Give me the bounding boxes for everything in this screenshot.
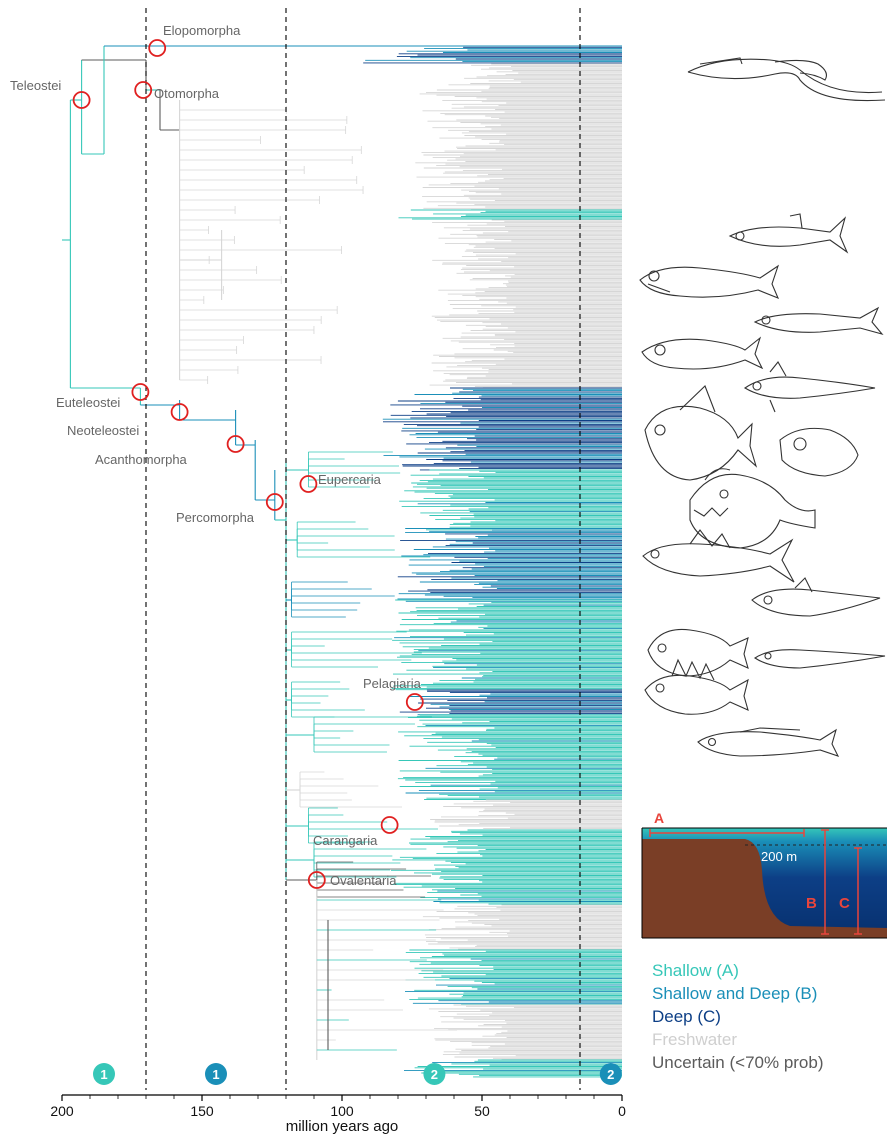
legend: Shallow (A) Shallow and Deep (B) Deep (C) F… bbox=[652, 961, 824, 1072]
tip-band bbox=[423, 905, 622, 949]
tip-band bbox=[415, 90, 622, 210]
zone-a-label: A bbox=[654, 810, 664, 826]
axis-tick-label: 0 bbox=[618, 1103, 626, 1119]
axis-label: million years ago bbox=[286, 1118, 399, 1135]
clade-node-marker bbox=[149, 40, 165, 56]
clade-node-marker bbox=[382, 817, 398, 833]
rockfish-illustration bbox=[645, 660, 748, 714]
fish-illustrations bbox=[640, 58, 885, 756]
tip-band bbox=[449, 64, 623, 90]
eelpout-illustration bbox=[755, 650, 885, 668]
time-axis: 200 150 100 50 0 million years ago bbox=[50, 1095, 626, 1135]
tip-band bbox=[398, 530, 623, 599]
tip-band bbox=[392, 600, 622, 690]
tip-band bbox=[399, 470, 622, 530]
grenadier-illustration bbox=[752, 578, 880, 616]
clade-label: Carangaria bbox=[313, 833, 378, 848]
clade-label: Otomorpha bbox=[154, 86, 220, 101]
clade-label: Elopomorpha bbox=[163, 23, 241, 38]
clade-markers: ElopomorphaTeleosteiOtomorphaEuteleostei… bbox=[10, 23, 423, 888]
legend-entry: Uncertain (<70% prob) bbox=[652, 1053, 824, 1072]
eel-illustration bbox=[688, 58, 885, 101]
zone-c-label: C bbox=[839, 895, 850, 912]
tip-band bbox=[363, 46, 622, 63]
tip-band bbox=[398, 715, 622, 800]
tip-band bbox=[391, 830, 622, 904]
depth-zone-inset: A B C 200 m bbox=[642, 810, 887, 938]
tip-band bbox=[399, 210, 623, 219]
clade-label: Pelagiaria bbox=[363, 676, 422, 691]
dragonfish-illustration bbox=[640, 266, 778, 298]
legend-entry: Shallow and Deep (B) bbox=[652, 984, 817, 1003]
tip-band bbox=[430, 800, 622, 830]
tip-band bbox=[383, 388, 622, 470]
barracudina-illustration bbox=[755, 308, 882, 334]
event-badge-label: 1 bbox=[212, 1067, 219, 1082]
legend-entry: Freshwater bbox=[652, 1030, 737, 1049]
clade-label: Neoteleostei bbox=[67, 423, 139, 438]
tip-band bbox=[405, 950, 622, 1005]
axis-tick-label: 200 bbox=[50, 1103, 74, 1119]
legend-entry: Shallow (A) bbox=[652, 961, 739, 980]
moonfish-illustration bbox=[645, 386, 756, 480]
anglerfish-illustration bbox=[690, 469, 815, 548]
clade-label: Acanthomorpha bbox=[95, 452, 188, 467]
tip-band bbox=[430, 220, 622, 388]
hake-illustration bbox=[698, 728, 838, 756]
event-badge-label: 2 bbox=[607, 1067, 614, 1082]
zone-b-label: B bbox=[806, 895, 817, 912]
sculpin-illustration bbox=[648, 629, 748, 676]
clade-label: Ovalentaria bbox=[330, 873, 397, 888]
tripodfish-illustration bbox=[745, 362, 875, 412]
event-badge-label: 2 bbox=[431, 1067, 438, 1082]
tip-band bbox=[400, 690, 622, 715]
tip-fans bbox=[363, 46, 622, 1077]
axis-tick-label: 50 bbox=[474, 1103, 490, 1119]
clade-label: Euteleostei bbox=[56, 395, 120, 410]
viperfish-illustration bbox=[642, 338, 762, 369]
axis-tick-label: 150 bbox=[190, 1103, 214, 1119]
clade-label: Teleostei bbox=[10, 78, 61, 93]
hatchetfish-illustration bbox=[780, 428, 858, 476]
tip-band bbox=[429, 1005, 622, 1060]
event-badge-label: 1 bbox=[100, 1067, 107, 1082]
snapper-illustration bbox=[643, 530, 794, 582]
legend-entry: Deep (C) bbox=[652, 1007, 721, 1026]
clade-label: Eupercaria bbox=[318, 472, 382, 487]
clade-label: Percomorpha bbox=[176, 510, 255, 525]
axis-tick-label: 100 bbox=[330, 1103, 354, 1119]
depth-200m-label: 200 m bbox=[761, 849, 797, 864]
lanternfish-illustration bbox=[730, 214, 847, 252]
